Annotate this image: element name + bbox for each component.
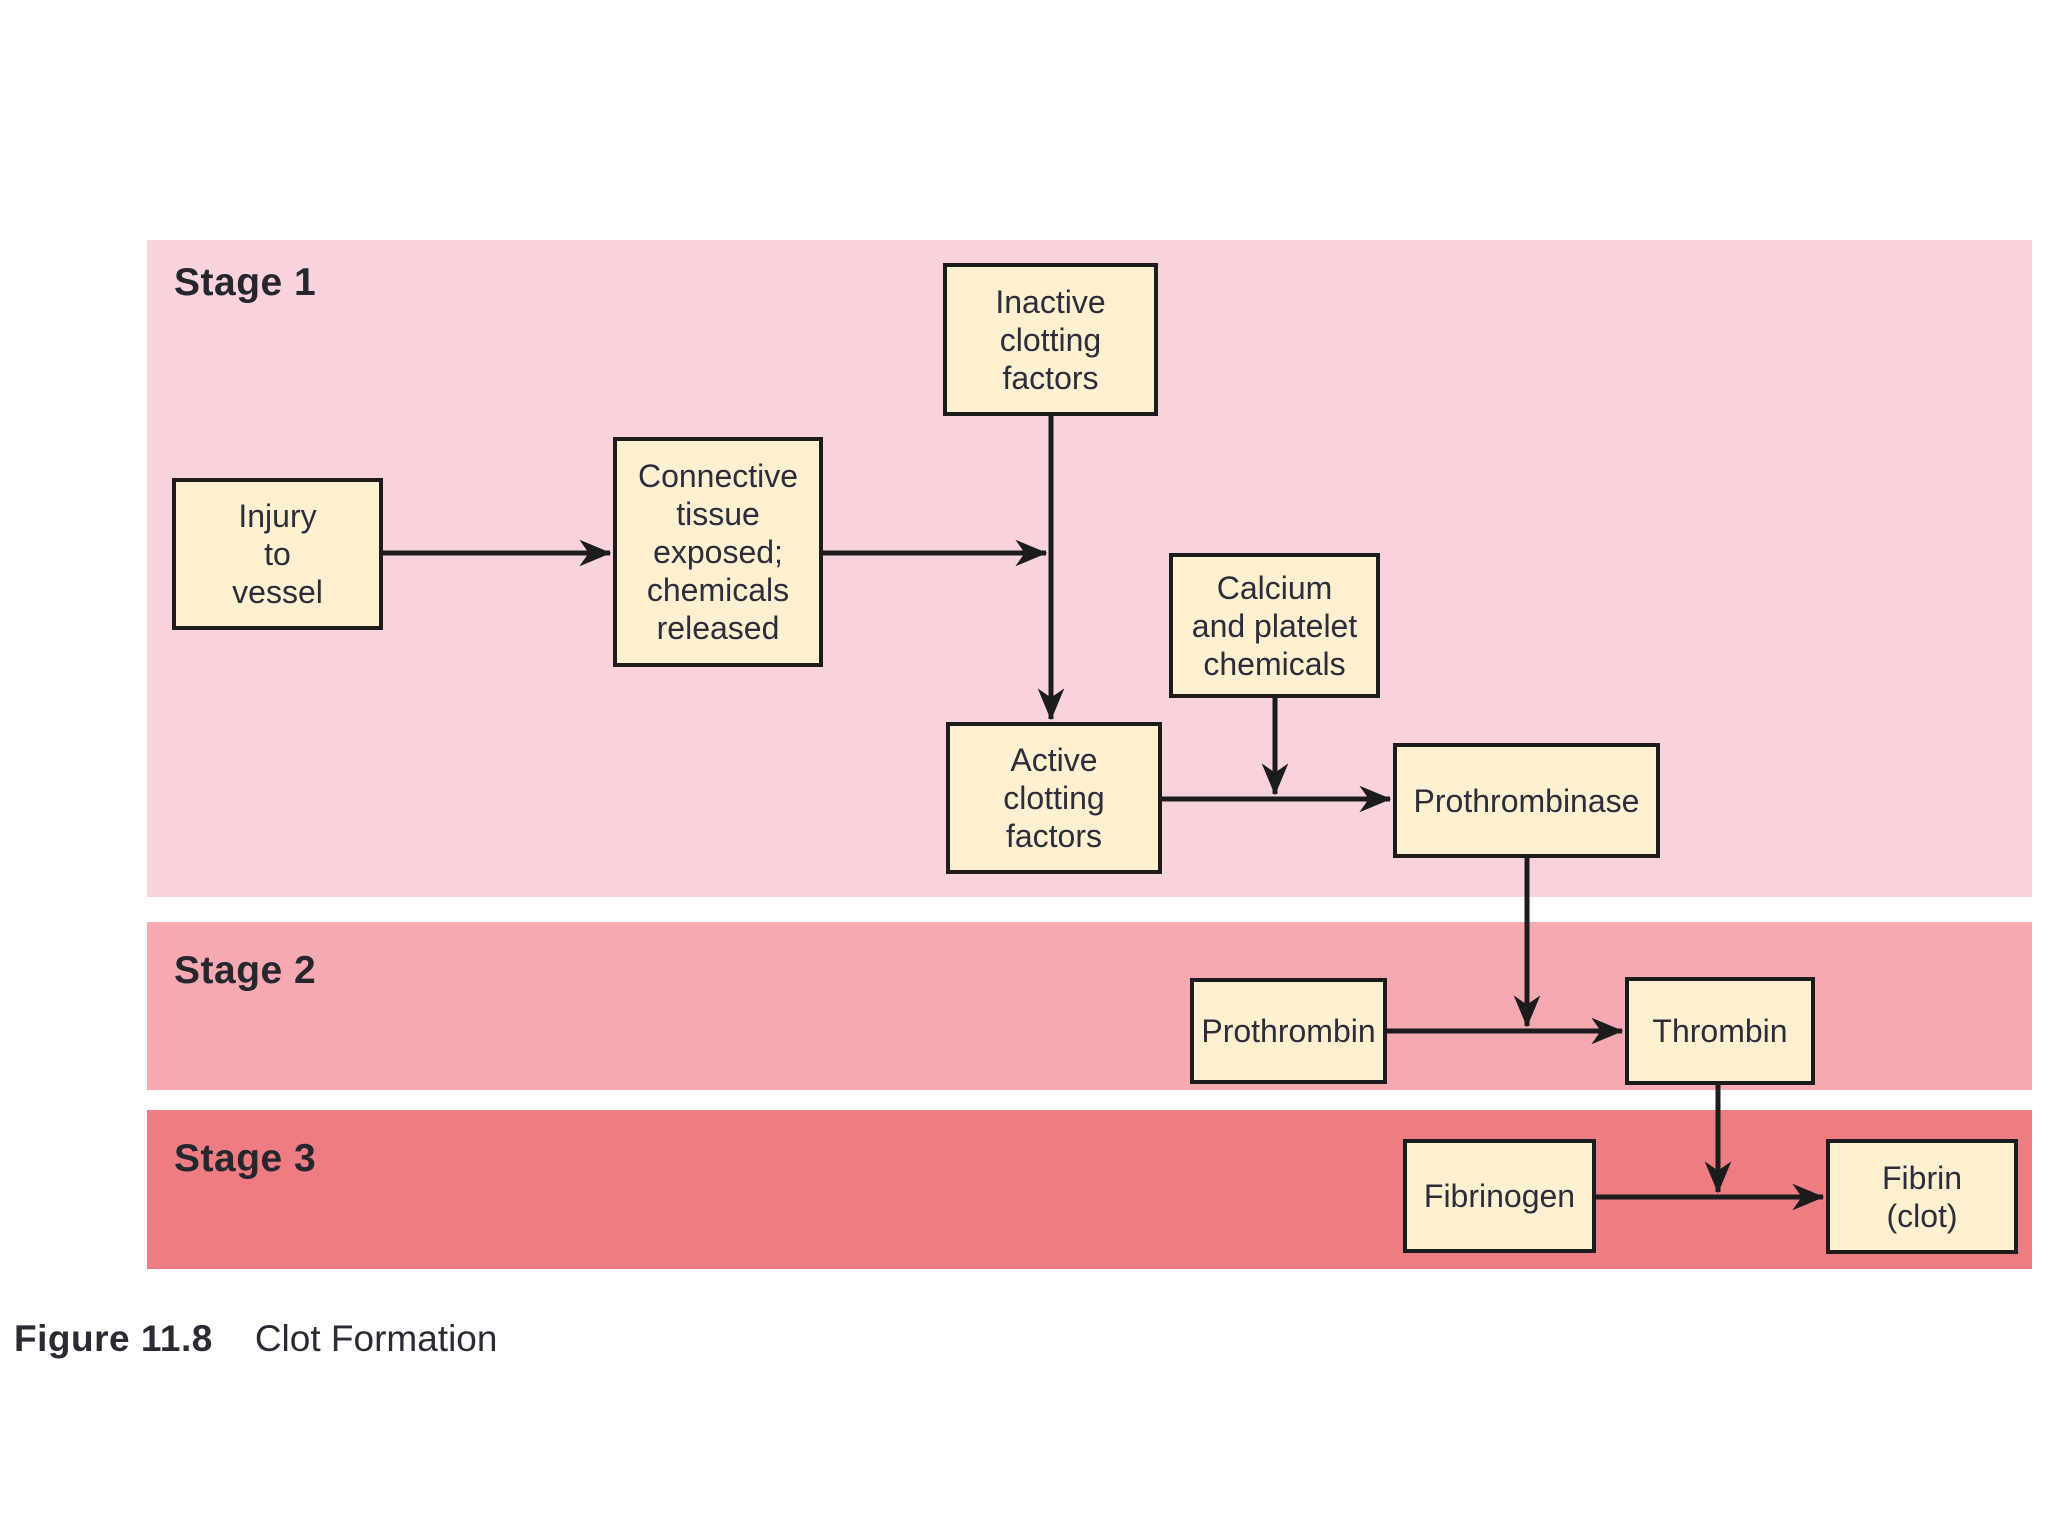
figure-title: Clot Formation [254, 1318, 498, 1359]
stage-2-label: Stage 2 [174, 949, 317, 992]
figure-caption: Figure 11.8 Clot Formation [14, 1318, 497, 1360]
connective-tissue-box: Connective tissue exposed; chemicals rel… [613, 437, 823, 667]
stage-3-label: Stage 3 [174, 1137, 317, 1180]
prothrombin-box: Prothrombin [1190, 978, 1387, 1084]
injury-to-vessel-box: Injury to vessel [172, 478, 383, 630]
stage-3-band: Stage 3 [147, 1110, 2032, 1269]
stage-1-label: Stage 1 [174, 261, 317, 304]
fibrinogen-box: Fibrinogen [1403, 1139, 1596, 1253]
calcium-platelet-chemicals-box: Calcium and platelet chemicals [1169, 553, 1380, 698]
prothrombinase-box: Prothrombinase [1393, 743, 1660, 858]
figure-number: Figure 11.8 [14, 1318, 213, 1359]
active-clotting-factors-box: Active clotting factors [946, 722, 1162, 874]
thrombin-box: Thrombin [1625, 977, 1815, 1085]
inactive-clotting-factors-box: Inactive clotting factors [943, 263, 1158, 416]
fibrin-clot-box: Fibrin (clot) [1826, 1139, 2018, 1254]
